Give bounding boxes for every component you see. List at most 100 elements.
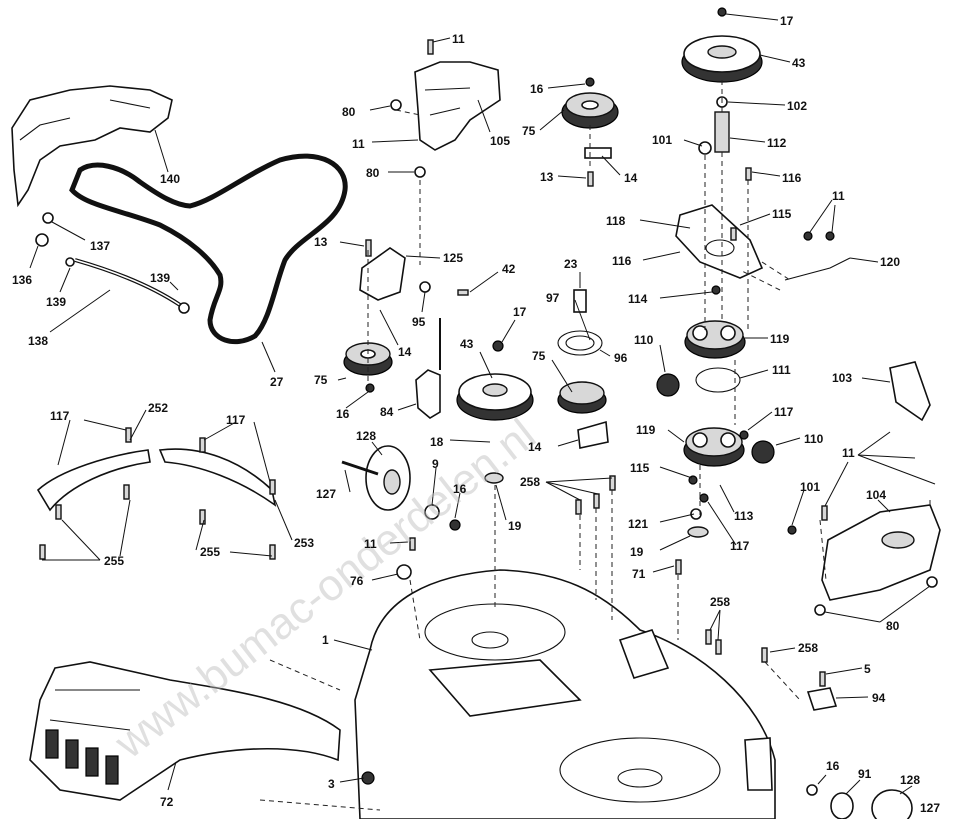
callout-80: 80 bbox=[886, 619, 900, 633]
callout-116: 116 bbox=[782, 171, 802, 185]
callout-27: 27 bbox=[270, 375, 284, 389]
callout-14: 14 bbox=[624, 171, 638, 185]
callout-252: 252 bbox=[148, 401, 168, 415]
callout-16: 16 bbox=[530, 82, 544, 96]
callout-127: 127 bbox=[920, 801, 940, 815]
callout-80: 80 bbox=[342, 105, 356, 119]
bracket-125 bbox=[359, 247, 406, 301]
callout-112: 112 bbox=[767, 136, 787, 150]
callout-117: 117 bbox=[226, 413, 246, 427]
bracket-94 bbox=[806, 687, 838, 711]
wheel-128-right bbox=[871, 789, 913, 819]
callout-119: 119 bbox=[770, 332, 790, 346]
bolt-127-left bbox=[341, 460, 379, 476]
callout-117: 117 bbox=[50, 409, 70, 423]
callout-117: 117 bbox=[774, 405, 794, 419]
callout-19: 19 bbox=[508, 519, 522, 533]
callout-3: 3 bbox=[328, 777, 335, 791]
callout-103: 103 bbox=[832, 371, 852, 385]
callout-23: 23 bbox=[564, 257, 578, 271]
callout-14: 14 bbox=[398, 345, 412, 359]
nut-16-wheel bbox=[449, 519, 461, 531]
wheel-128-left bbox=[365, 445, 411, 511]
hose-138-inner bbox=[74, 259, 181, 306]
callout-128: 128 bbox=[356, 429, 376, 443]
callout-258: 258 bbox=[520, 475, 540, 489]
callout-labels: 17 43 102 101 112 116 11 80 11 80 105 16… bbox=[12, 14, 940, 815]
callout-16: 16 bbox=[453, 482, 467, 496]
callout-42: 42 bbox=[502, 262, 516, 276]
center-pulley-43 bbox=[456, 373, 534, 421]
callout-43: 43 bbox=[460, 337, 474, 351]
bracket-105 bbox=[414, 61, 501, 151]
callout-101: 101 bbox=[800, 480, 820, 494]
gasket-111 bbox=[695, 367, 741, 393]
callout-80: 80 bbox=[366, 166, 380, 180]
callout-43: 43 bbox=[792, 56, 806, 70]
belt-guard-140 bbox=[11, 85, 173, 208]
callout-18: 18 bbox=[430, 435, 444, 449]
callout-111: 111 bbox=[772, 363, 791, 377]
callout-115: 115 bbox=[630, 461, 650, 475]
callout-71: 71 bbox=[632, 567, 646, 581]
bracket-252 bbox=[36, 449, 151, 512]
callout-258: 258 bbox=[798, 641, 818, 655]
callout-139: 139 bbox=[46, 295, 66, 309]
gear-110-left bbox=[656, 373, 680, 397]
callout-96: 96 bbox=[614, 351, 628, 365]
callout-95: 95 bbox=[412, 315, 426, 329]
callout-117: 117 bbox=[730, 539, 750, 553]
callout-110: 110 bbox=[804, 432, 824, 446]
idler-pulley-75-top bbox=[561, 92, 619, 129]
callout-102: 102 bbox=[787, 99, 807, 113]
leader-lines bbox=[29, 13, 936, 795]
callout-258: 258 bbox=[710, 595, 730, 609]
callout-11: 11 bbox=[842, 446, 855, 460]
callout-76: 76 bbox=[350, 574, 364, 588]
spindle-112 bbox=[714, 111, 730, 153]
washer-91 bbox=[830, 792, 854, 819]
callout-11: 11 bbox=[352, 137, 365, 151]
deck-housing-1 bbox=[354, 569, 776, 819]
spring-96 bbox=[557, 330, 603, 356]
callout-119: 119 bbox=[636, 423, 656, 437]
callout-75: 75 bbox=[522, 124, 536, 138]
gear-housing-119-lower bbox=[683, 427, 745, 467]
callout-116: 116 bbox=[612, 254, 632, 268]
callout-91: 91 bbox=[858, 767, 872, 781]
callout-75: 75 bbox=[314, 373, 328, 387]
callout-11: 11 bbox=[452, 32, 465, 46]
gear-housing-119-upper bbox=[684, 320, 746, 359]
bearing-19-right bbox=[687, 526, 709, 538]
callout-17: 17 bbox=[513, 305, 527, 319]
assembly-lines bbox=[259, 80, 931, 811]
callout-84: 84 bbox=[380, 405, 394, 419]
callout-97: 97 bbox=[546, 291, 560, 305]
callout-121: 121 bbox=[628, 517, 648, 531]
idler-arm-14-center bbox=[577, 420, 609, 449]
callout-13: 13 bbox=[540, 170, 554, 184]
mounting-plate-118 bbox=[675, 204, 764, 279]
callout-14: 14 bbox=[528, 440, 542, 454]
clamp-139-left bbox=[65, 257, 75, 267]
clamp-139-right bbox=[178, 302, 190, 314]
callout-104: 104 bbox=[866, 488, 886, 502]
callout-16: 16 bbox=[826, 759, 840, 773]
callout-1: 1 bbox=[322, 633, 329, 647]
callout-101: 101 bbox=[652, 133, 672, 147]
callout-140: 140 bbox=[160, 172, 180, 186]
callout-128: 128 bbox=[900, 773, 920, 787]
callout-13: 13 bbox=[314, 235, 328, 249]
callout-138: 138 bbox=[28, 334, 48, 348]
guard-103 bbox=[889, 361, 931, 422]
callout-139: 139 bbox=[150, 271, 170, 285]
callout-255: 255 bbox=[104, 554, 124, 568]
cover-104 bbox=[821, 504, 941, 601]
callout-72: 72 bbox=[160, 795, 174, 809]
callout-125: 125 bbox=[443, 251, 463, 265]
callout-115: 115 bbox=[772, 207, 792, 221]
idler-arm-14-top bbox=[584, 147, 612, 159]
callout-16: 16 bbox=[336, 407, 350, 421]
callout-19: 19 bbox=[630, 545, 644, 559]
